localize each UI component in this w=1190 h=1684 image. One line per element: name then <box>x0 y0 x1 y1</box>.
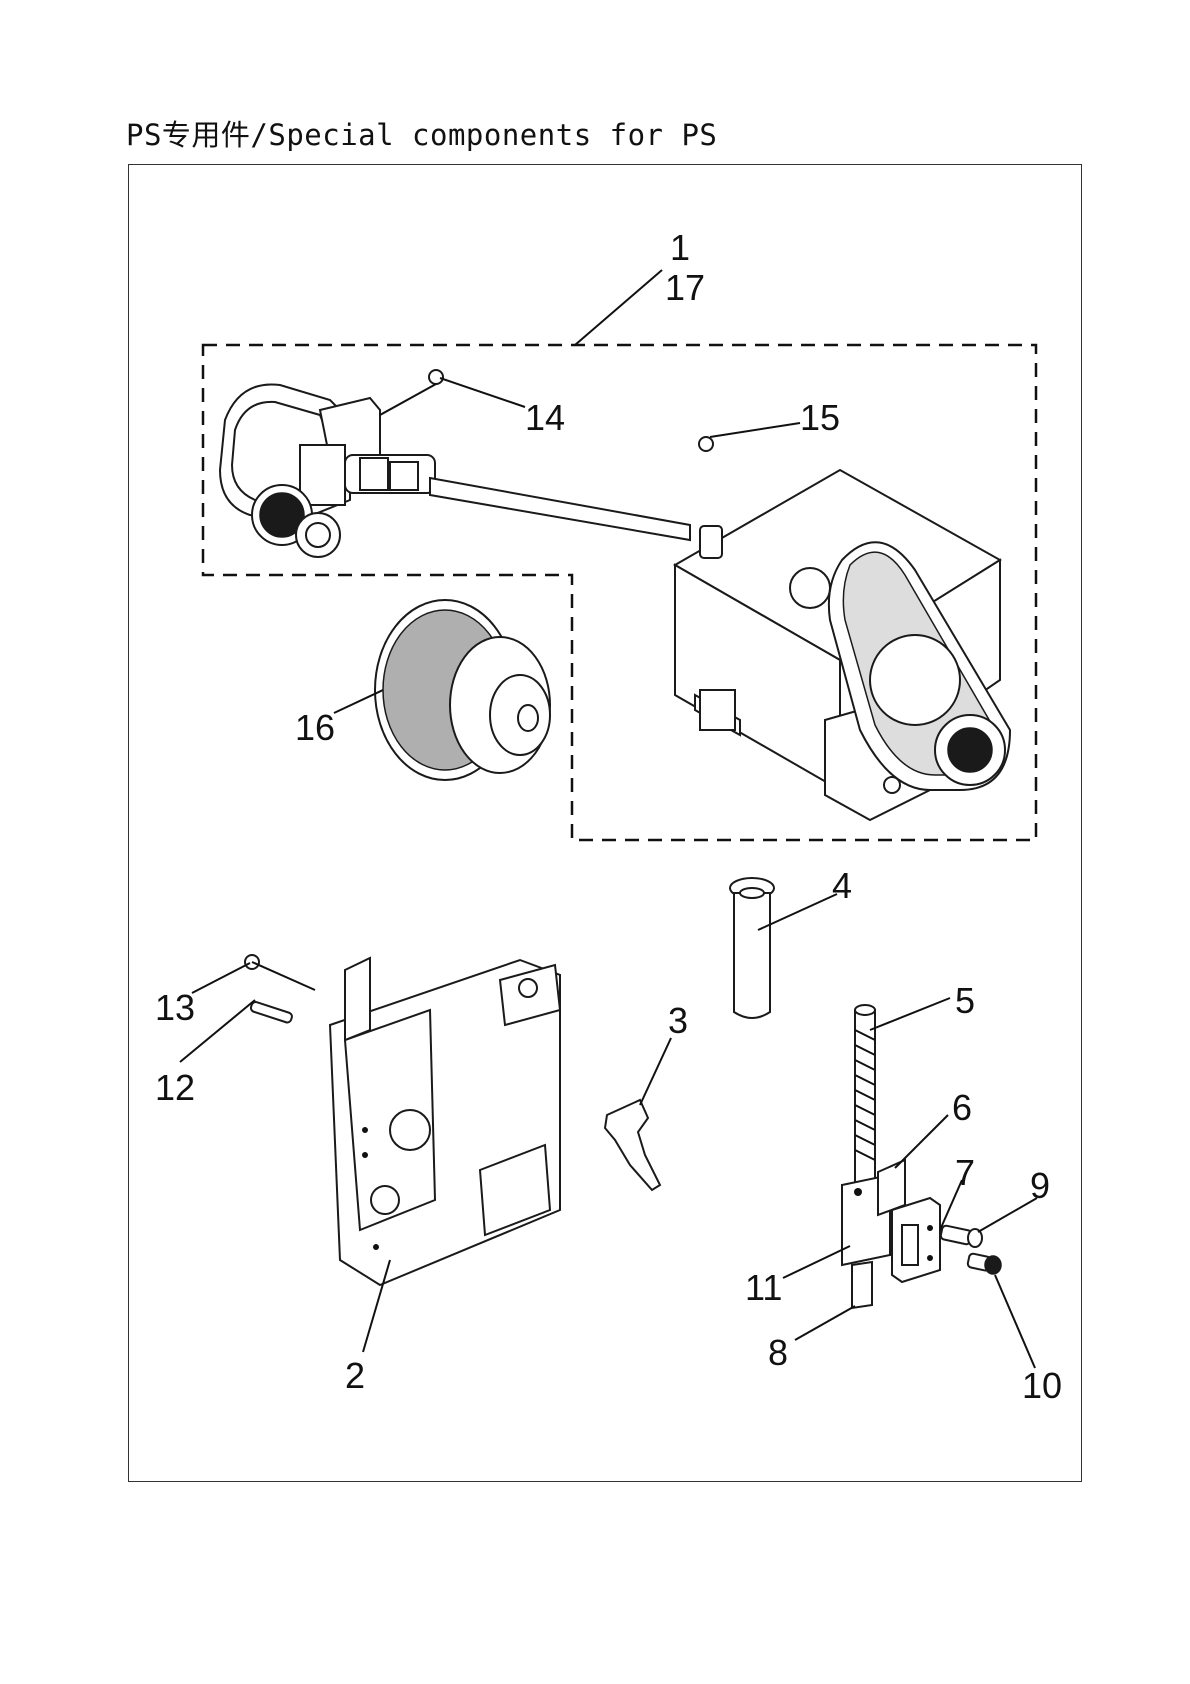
part-frame-plate <box>330 958 560 1285</box>
part-screw-10 <box>967 1253 1001 1274</box>
callout-10: 10 <box>1022 1365 1062 1406</box>
part-bushing <box>730 878 774 1018</box>
callout-2: 2 <box>345 1355 365 1396</box>
callout-16: 16 <box>295 707 335 748</box>
part-screw-13 <box>245 955 315 990</box>
part-pin-12 <box>250 1001 293 1023</box>
part-connecting-shaft <box>430 478 690 540</box>
callout-11: 11 <box>745 1267 782 1308</box>
part-latch <box>605 1100 660 1190</box>
callout-17: 17 <box>665 267 705 308</box>
callout-9: 9 <box>1030 1165 1050 1206</box>
callout-8: 8 <box>768 1332 788 1373</box>
callout-7: 7 <box>955 1152 975 1193</box>
callout-5: 5 <box>955 980 975 1021</box>
part-bracket-7 <box>892 1198 940 1282</box>
part-timing-pulley <box>375 600 550 780</box>
part-screw-9 <box>940 1225 982 1247</box>
callout-3: 3 <box>668 1000 688 1041</box>
callout-15: 15 <box>800 397 840 438</box>
callout-4: 4 <box>832 865 852 906</box>
part-threaded-shaft <box>855 1005 875 1185</box>
callout-6: 6 <box>952 1087 972 1128</box>
callout-13: 13 <box>155 987 195 1028</box>
callout-14: 14 <box>525 397 565 438</box>
callout-12: 12 <box>155 1067 195 1108</box>
callout-1: 1 <box>670 227 690 268</box>
part-gearbox-housing <box>675 437 1010 820</box>
